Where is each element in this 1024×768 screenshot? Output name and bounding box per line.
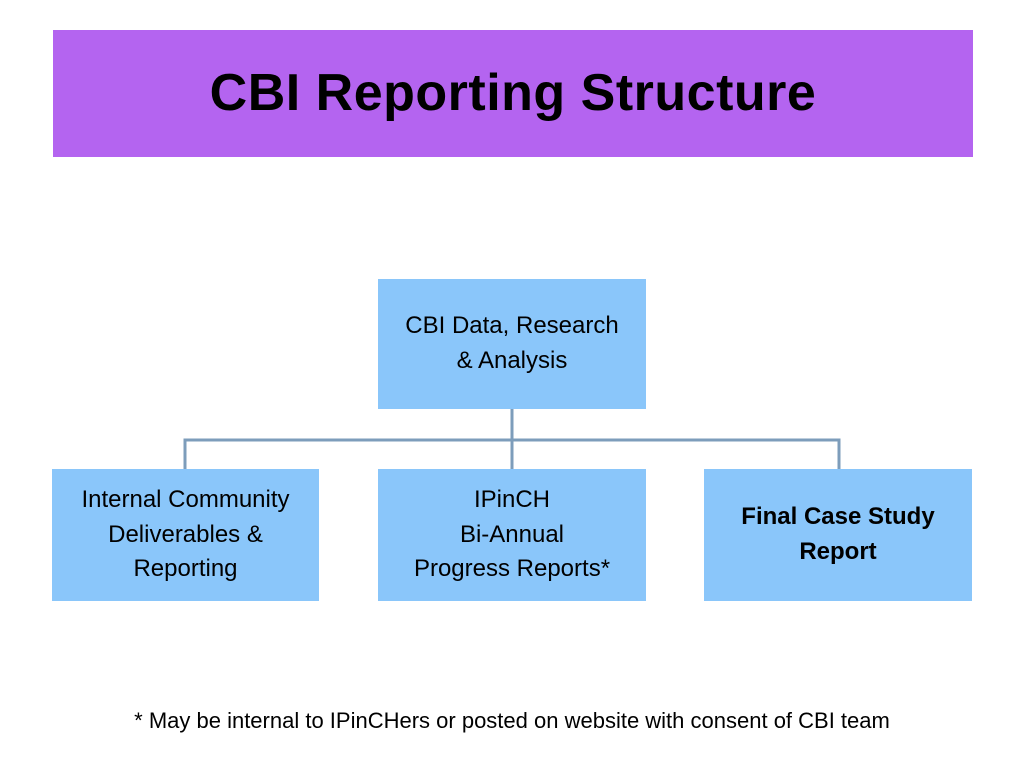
page-title: CBI Reporting Structure (209, 64, 817, 123)
node-internal-text: Internal Community Deliverables & Report… (81, 483, 289, 587)
node-root-line1: CBI Data, Research (405, 312, 619, 340)
footnote-text: * May be internal to IPinCHers or posted… (134, 708, 890, 733)
node-ipinch-text: IPinCH Bi-Annual Progress Reports* (414, 483, 610, 587)
node-internal-line1: Internal Community (81, 485, 290, 513)
node-ipinch-progress-reports[interactable]: IPinCH Bi-Annual Progress Reports* (378, 469, 646, 601)
node-final-case-study-report[interactable]: Final Case Study Report (704, 469, 972, 601)
node-root-line2: & Analysis (456, 347, 568, 374)
node-ipinch-line1: IPinCH (473, 485, 550, 513)
node-ipinch-line3: Progress Reports* (413, 555, 611, 583)
node-cbi-data-research-analysis[interactable]: CBI Data, Research & Analysis (378, 279, 646, 409)
node-internal-line2: Deliverables & (108, 520, 263, 548)
node-final-text: Final Case Study Report (741, 500, 934, 570)
node-root-text: CBI Data, Research & Analysis (405, 309, 618, 379)
node-final-line1: Final Case Study (741, 503, 935, 531)
node-internal-community-deliverables[interactable]: Internal Community Deliverables & Report… (52, 469, 319, 601)
node-final-line2: Report (799, 538, 877, 565)
title-banner: CBI Reporting Structure (53, 30, 973, 157)
node-internal-line3: Reporting (133, 555, 238, 583)
node-ipinch-line2: Bi-Annual (459, 520, 565, 548)
